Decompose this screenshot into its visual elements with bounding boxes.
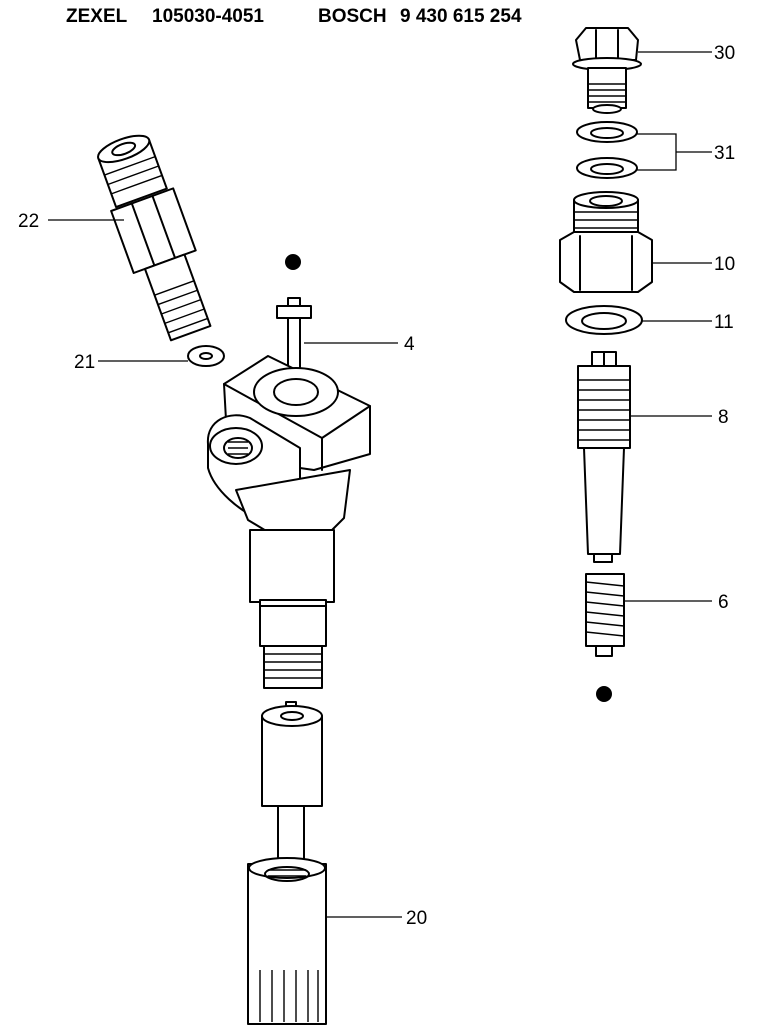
part-11-washer	[565, 305, 643, 335]
label-21: 21	[74, 352, 95, 373]
header-part-number-2: 9 430 615 254	[400, 6, 522, 27]
marker-dot-right	[596, 686, 612, 702]
part-30-bolt	[572, 27, 642, 114]
leader-lines	[48, 51, 712, 918]
label-10: 10	[714, 254, 735, 275]
label-30: 30	[714, 43, 735, 64]
part-8-nozzle	[577, 351, 631, 563]
header-part-number-1: 105030-4051	[152, 6, 264, 27]
callouts: 30 31 10 11 8 6 22 21 4 20	[18, 43, 735, 929]
label-11: 11	[714, 312, 734, 333]
marker-dot-left	[285, 254, 301, 270]
part-10-nut	[559, 191, 653, 293]
part-21-washer	[187, 345, 225, 367]
header-brand-2: BOSCH	[318, 6, 387, 27]
header-brand-1: ZEXEL	[66, 6, 128, 27]
part-6-spring	[585, 573, 625, 657]
nozzle-holder-body	[206, 355, 371, 689]
label-20: 20	[406, 908, 427, 929]
part-22-connector	[97, 134, 212, 342]
part-31-washers	[576, 121, 638, 179]
label-8: 8	[718, 407, 729, 428]
label-22: 22	[18, 211, 39, 232]
label-4: 4	[404, 334, 415, 355]
part-4-pin	[276, 297, 312, 371]
label-6: 6	[718, 592, 729, 613]
part-20-sleeve-assembly	[247, 701, 327, 1025]
label-31: 31	[714, 143, 735, 164]
header: ZEXEL 105030-4051 BOSCH 9 430 615 254	[66, 6, 522, 27]
